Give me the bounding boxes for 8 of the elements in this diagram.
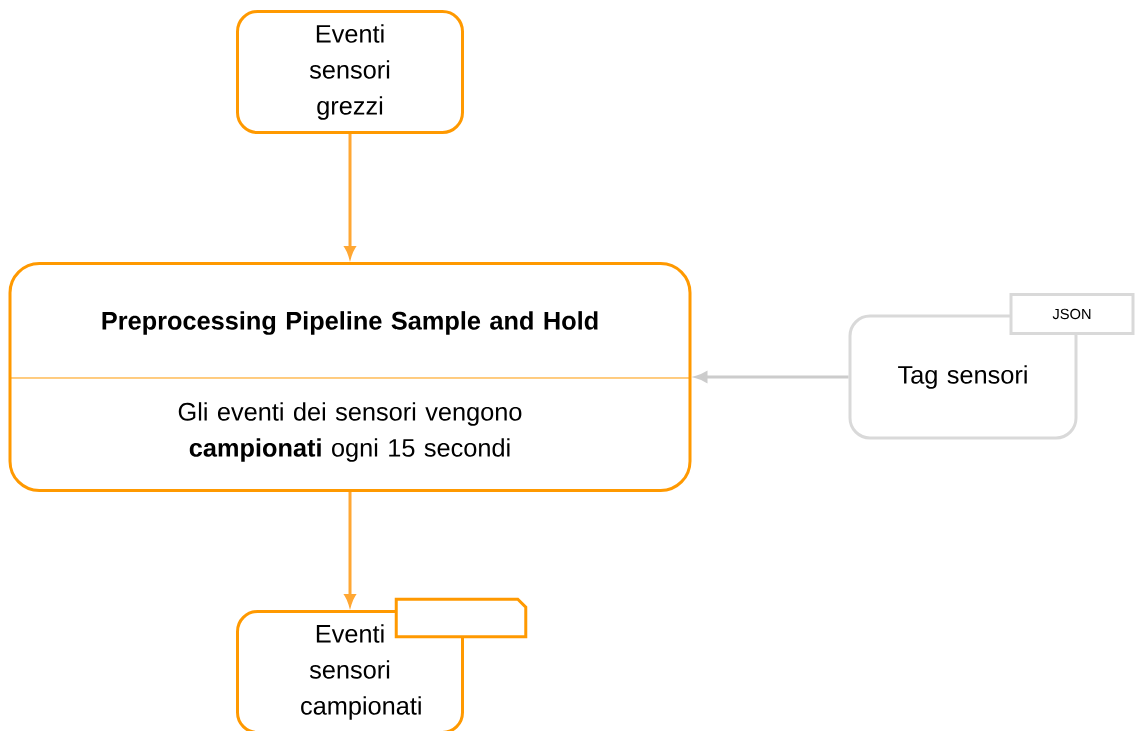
tag-shape — [394, 597, 528, 639]
tag-label: JSON — [1009, 293, 1135, 335]
arrow — [695, 371, 849, 383]
title-text: Preprocessing Pipeline Sample and Hold — [102, 311, 598, 335]
event-box: Eventi sensori campionati — [236, 610, 464, 731]
event-box: Eventi sensori grezzi — [236, 10, 464, 134]
process-box — [8, 262, 692, 492]
description-text: Gli eventi dei sensori vengono campionati ogni 15 secondi — [178, 402, 522, 462]
